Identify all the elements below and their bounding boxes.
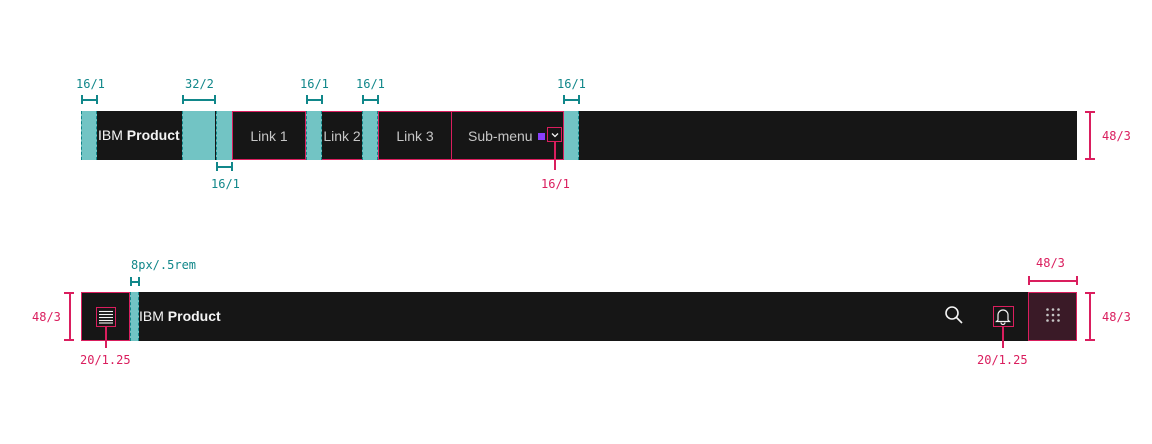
nav-link-3[interactable]: Link 3: [378, 111, 452, 160]
top-brand[interactable]: IBM Product: [98, 127, 180, 143]
search-button[interactable]: [930, 292, 978, 341]
spacing-divider-pad: [216, 111, 232, 160]
nav-link-2[interactable]: Link 2: [322, 111, 362, 160]
nav-link-1-label: Link 1: [250, 127, 288, 144]
submenu-gap-marker: [538, 133, 545, 140]
brand-prefix: IBM: [98, 127, 123, 143]
nav-link-3-label: Link 3: [396, 127, 434, 144]
search-icon: [944, 305, 964, 329]
nav-submenu[interactable]: Sub-menu: [451, 111, 564, 160]
submenu-label: Sub-menu: [468, 128, 533, 144]
spacing-end-pad: [563, 111, 579, 160]
chevron-down-icon: [547, 127, 562, 142]
brand-name: Product: [126, 127, 180, 143]
bottom-header-bar: [81, 292, 1077, 341]
bottom-brand[interactable]: IBM Product: [139, 308, 221, 324]
notification-icon: [992, 306, 1014, 327]
spacing-left-pad: [81, 111, 97, 160]
nav-link-2-label: Link 2: [323, 127, 361, 144]
brand-name: Product: [167, 308, 221, 324]
nav-link-1[interactable]: Link 1: [232, 111, 306, 160]
brand-prefix: IBM: [139, 308, 164, 324]
spacing-brand-gap: [182, 111, 215, 160]
app-switcher-button[interactable]: [1028, 292, 1077, 341]
app-switcher-icon: [1045, 307, 1061, 327]
top-header-bar: [81, 111, 1077, 160]
spacing-menu-gap: [130, 292, 139, 341]
spacing-link3-pad: [362, 111, 378, 160]
hamburger-menu-icon: [95, 306, 116, 327]
spacing-link2-pad: [306, 111, 322, 160]
